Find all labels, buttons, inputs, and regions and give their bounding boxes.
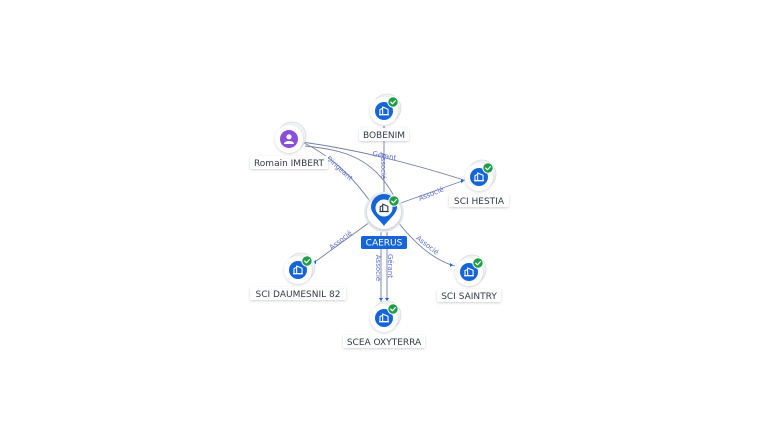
verified-check-icon <box>482 162 494 174</box>
node-badge <box>375 309 393 327</box>
node-label-pill <box>359 128 409 141</box>
person-icon <box>284 134 294 144</box>
edge-label: Associé <box>328 229 354 252</box>
edge-label: Associé <box>414 234 440 257</box>
edge-romain-imbert-sci-hestia <box>301 141 465 181</box>
edge-label: Associé <box>374 255 382 281</box>
nodes-layer: BOBENIM SCI HESTIA SCI SAINTRY SCEA OXYTERR… <box>250 93 509 348</box>
edge-label: Associé <box>379 153 387 179</box>
node-badge <box>375 102 393 120</box>
node-badge <box>289 261 307 279</box>
node-scea-oxyterra[interactable]: SCEA OXYTERRA <box>343 300 425 348</box>
node-romain-imbert[interactable]: Romain IMBERT <box>250 121 328 169</box>
edge-center-sci-hestia <box>397 179 466 205</box>
edge-arrow <box>385 298 389 301</box>
node-label-pill <box>250 156 328 169</box>
node-label: SCI HESTIA <box>454 197 505 207</box>
edge-arrow <box>379 298 383 301</box>
verified-check-icon <box>472 257 484 269</box>
node-label: SCI SAINTRY <box>441 292 497 302</box>
verified-check-icon <box>388 195 400 207</box>
node-label: Romain IMBERT <box>254 159 325 169</box>
node-badge <box>460 263 478 281</box>
edge-romain-imbert-sci-saintry <box>304 145 397 201</box>
node-label-pill <box>437 289 501 302</box>
node-label: SCI DAUMESNIL 82 <box>256 290 341 300</box>
center-node-caerus[interactable]: CAERUS <box>361 192 407 249</box>
edges-layer <box>301 126 466 302</box>
node-badge <box>470 168 488 186</box>
building-icon <box>379 203 389 213</box>
node-label-pill <box>343 335 425 348</box>
node-bobenim[interactable]: BOBENIM <box>359 93 409 141</box>
center-label: CAERUS <box>366 239 403 249</box>
node-label-pill <box>449 194 509 207</box>
verified-check-icon <box>387 96 399 108</box>
edge-label: Gérant <box>386 254 394 278</box>
node-sci-saintry[interactable]: SCI SAINTRY <box>437 254 501 302</box>
node-label-pill <box>250 287 346 300</box>
edge-arrow <box>450 263 453 267</box>
verified-check-icon <box>301 255 313 267</box>
edge-label: Associé <box>417 185 445 202</box>
node-label: BOBENIM <box>363 131 405 141</box>
node-sci-hestia[interactable]: SCI HESTIA <box>449 159 509 207</box>
node-sci-daumesnil[interactable]: SCI DAUMESNIL 82 <box>250 252 346 300</box>
center-label-badge <box>361 236 407 249</box>
edge-center-sci-daumesnil <box>311 221 371 265</box>
edge-label: Dirigeant <box>325 155 355 183</box>
verified-check-icon <box>387 303 399 315</box>
edge-arrow <box>461 179 464 183</box>
node-label: SCEA OXYTERRA <box>347 338 422 348</box>
